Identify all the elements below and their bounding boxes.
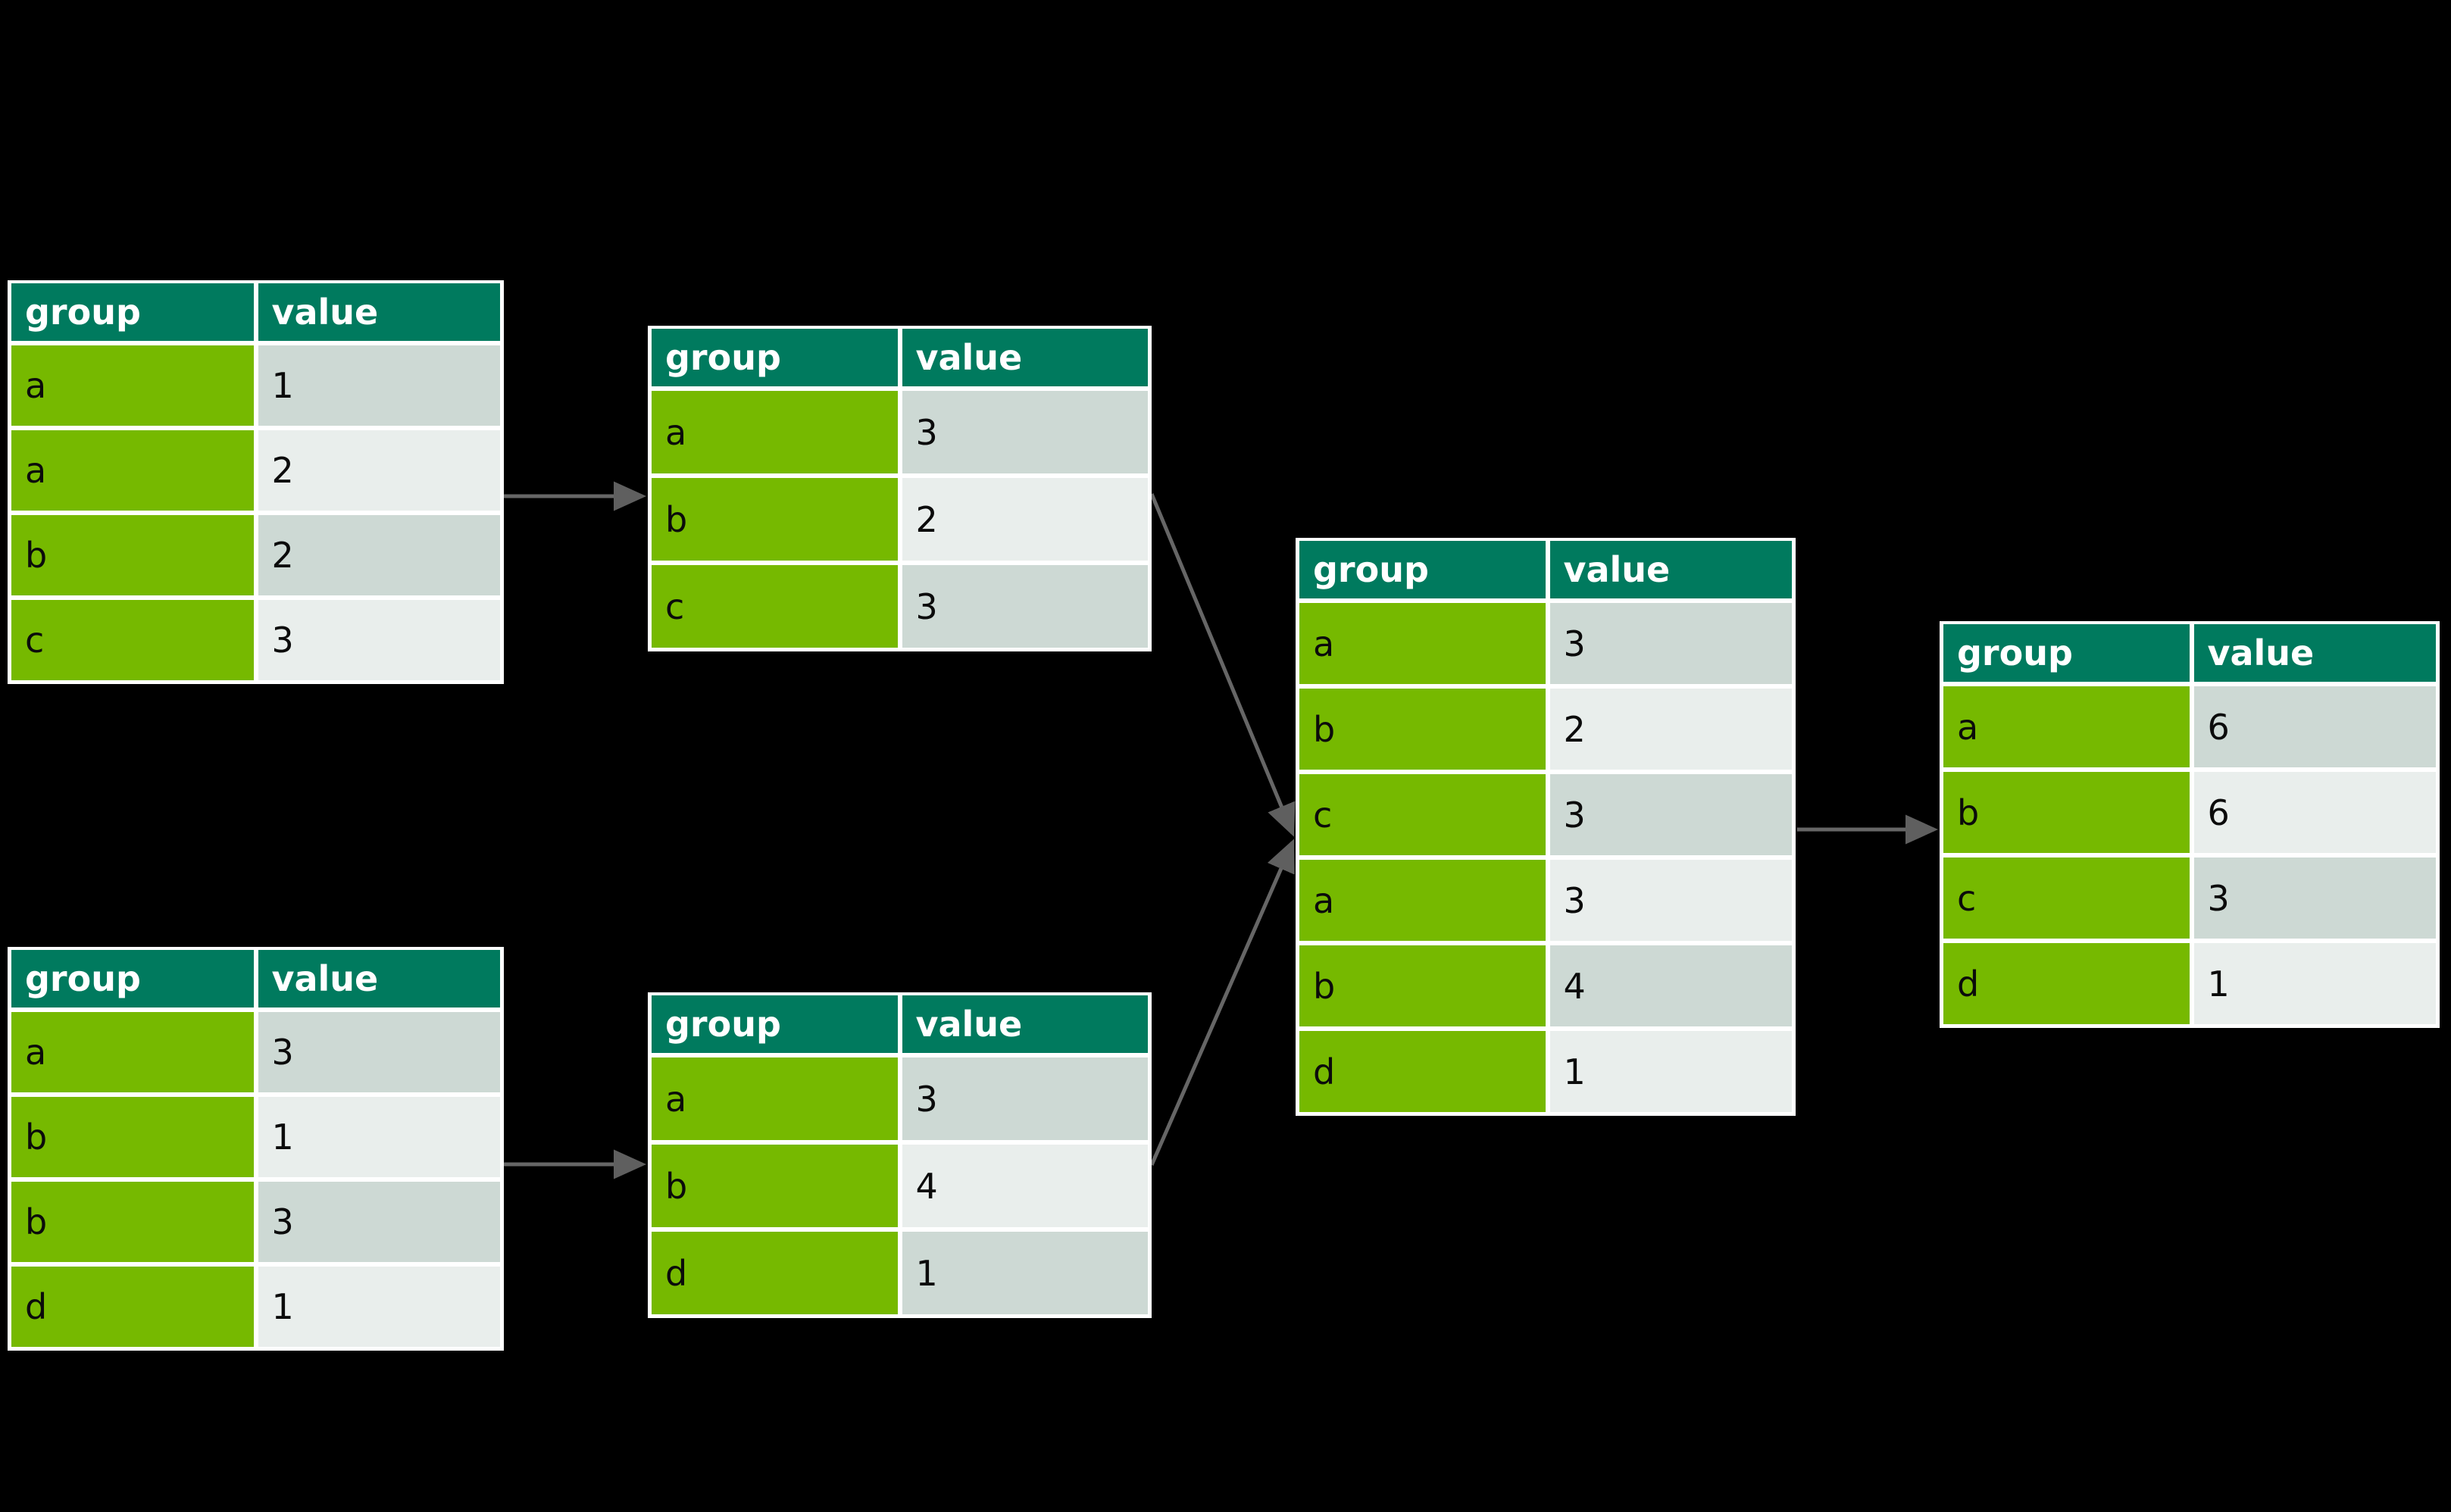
cell-group: d <box>652 1232 898 1314</box>
column-header-value: value <box>2193 624 2436 682</box>
cell-group: c <box>1943 858 2190 939</box>
column-header-group: group <box>652 995 898 1053</box>
cell-value: 2 <box>902 478 1148 561</box>
cell-value: 3 <box>258 1012 500 1092</box>
cell-value: 2 <box>258 430 500 511</box>
cell-value: 3 <box>258 600 500 680</box>
cell-value: 3 <box>2193 858 2436 939</box>
cell-group: c <box>11 600 254 680</box>
column-header-group: group <box>1943 624 2190 682</box>
cell-value: 2 <box>258 515 500 595</box>
cell-group: b <box>11 1097 254 1177</box>
column-header-value: value <box>258 950 500 1007</box>
column-header-group: group <box>652 329 898 386</box>
cell-group: a <box>11 430 254 511</box>
cell-group: d <box>1943 943 2190 1024</box>
cell-value: 2 <box>1549 689 1792 770</box>
column-header-value: value <box>902 995 1148 1053</box>
column-header-group: group <box>11 950 254 1007</box>
column-header-value: value <box>1549 541 1792 598</box>
cell-value: 4 <box>1549 945 1792 1026</box>
cell-value: 1 <box>258 345 500 426</box>
cell-value: 6 <box>2193 772 2436 853</box>
column-header-group: group <box>11 283 254 341</box>
cell-group: a <box>652 1057 898 1140</box>
cell-group: b <box>1299 689 1546 770</box>
cell-group: a <box>11 1012 254 1092</box>
cell-value: 3 <box>1549 860 1792 941</box>
cell-group: b <box>11 515 254 595</box>
arrow-top-summary-to-combined <box>1149 493 1296 837</box>
column-header-value: value <box>902 329 1148 386</box>
cell-group: a <box>1943 686 2190 767</box>
cell-value: 4 <box>902 1145 1148 1227</box>
cell-group: b <box>1943 772 2190 853</box>
cell-value: 3 <box>902 1057 1148 1140</box>
cell-value: 3 <box>902 565 1148 648</box>
cell-group: b <box>1299 945 1546 1026</box>
cell-value: 1 <box>2193 943 2436 1024</box>
cell-value: 3 <box>1549 774 1792 855</box>
cell-group: a <box>652 391 898 473</box>
cell-value: 1 <box>902 1232 1148 1314</box>
arrow-bottom-summary-to-combined <box>1149 839 1295 1167</box>
cell-group: c <box>1299 774 1546 855</box>
column-header-value: value <box>258 283 500 341</box>
cell-group: a <box>11 345 254 426</box>
cell-group: b <box>11 1182 254 1262</box>
cell-group: b <box>652 478 898 561</box>
cell-value: 3 <box>258 1182 500 1262</box>
cell-group: d <box>1299 1031 1546 1112</box>
column-header-group: group <box>1299 541 1546 598</box>
cell-group: c <box>652 565 898 648</box>
cell-group: d <box>11 1267 254 1347</box>
cell-value: 1 <box>258 1097 500 1177</box>
cell-group: b <box>652 1145 898 1227</box>
cell-value: 3 <box>902 391 1148 473</box>
cell-value: 1 <box>1549 1031 1792 1112</box>
cell-group: a <box>1299 603 1546 684</box>
cell-value: 3 <box>1549 603 1792 684</box>
cell-value: 1 <box>258 1267 500 1347</box>
cell-group: a <box>1299 860 1546 941</box>
cell-value: 6 <box>2193 686 2436 767</box>
